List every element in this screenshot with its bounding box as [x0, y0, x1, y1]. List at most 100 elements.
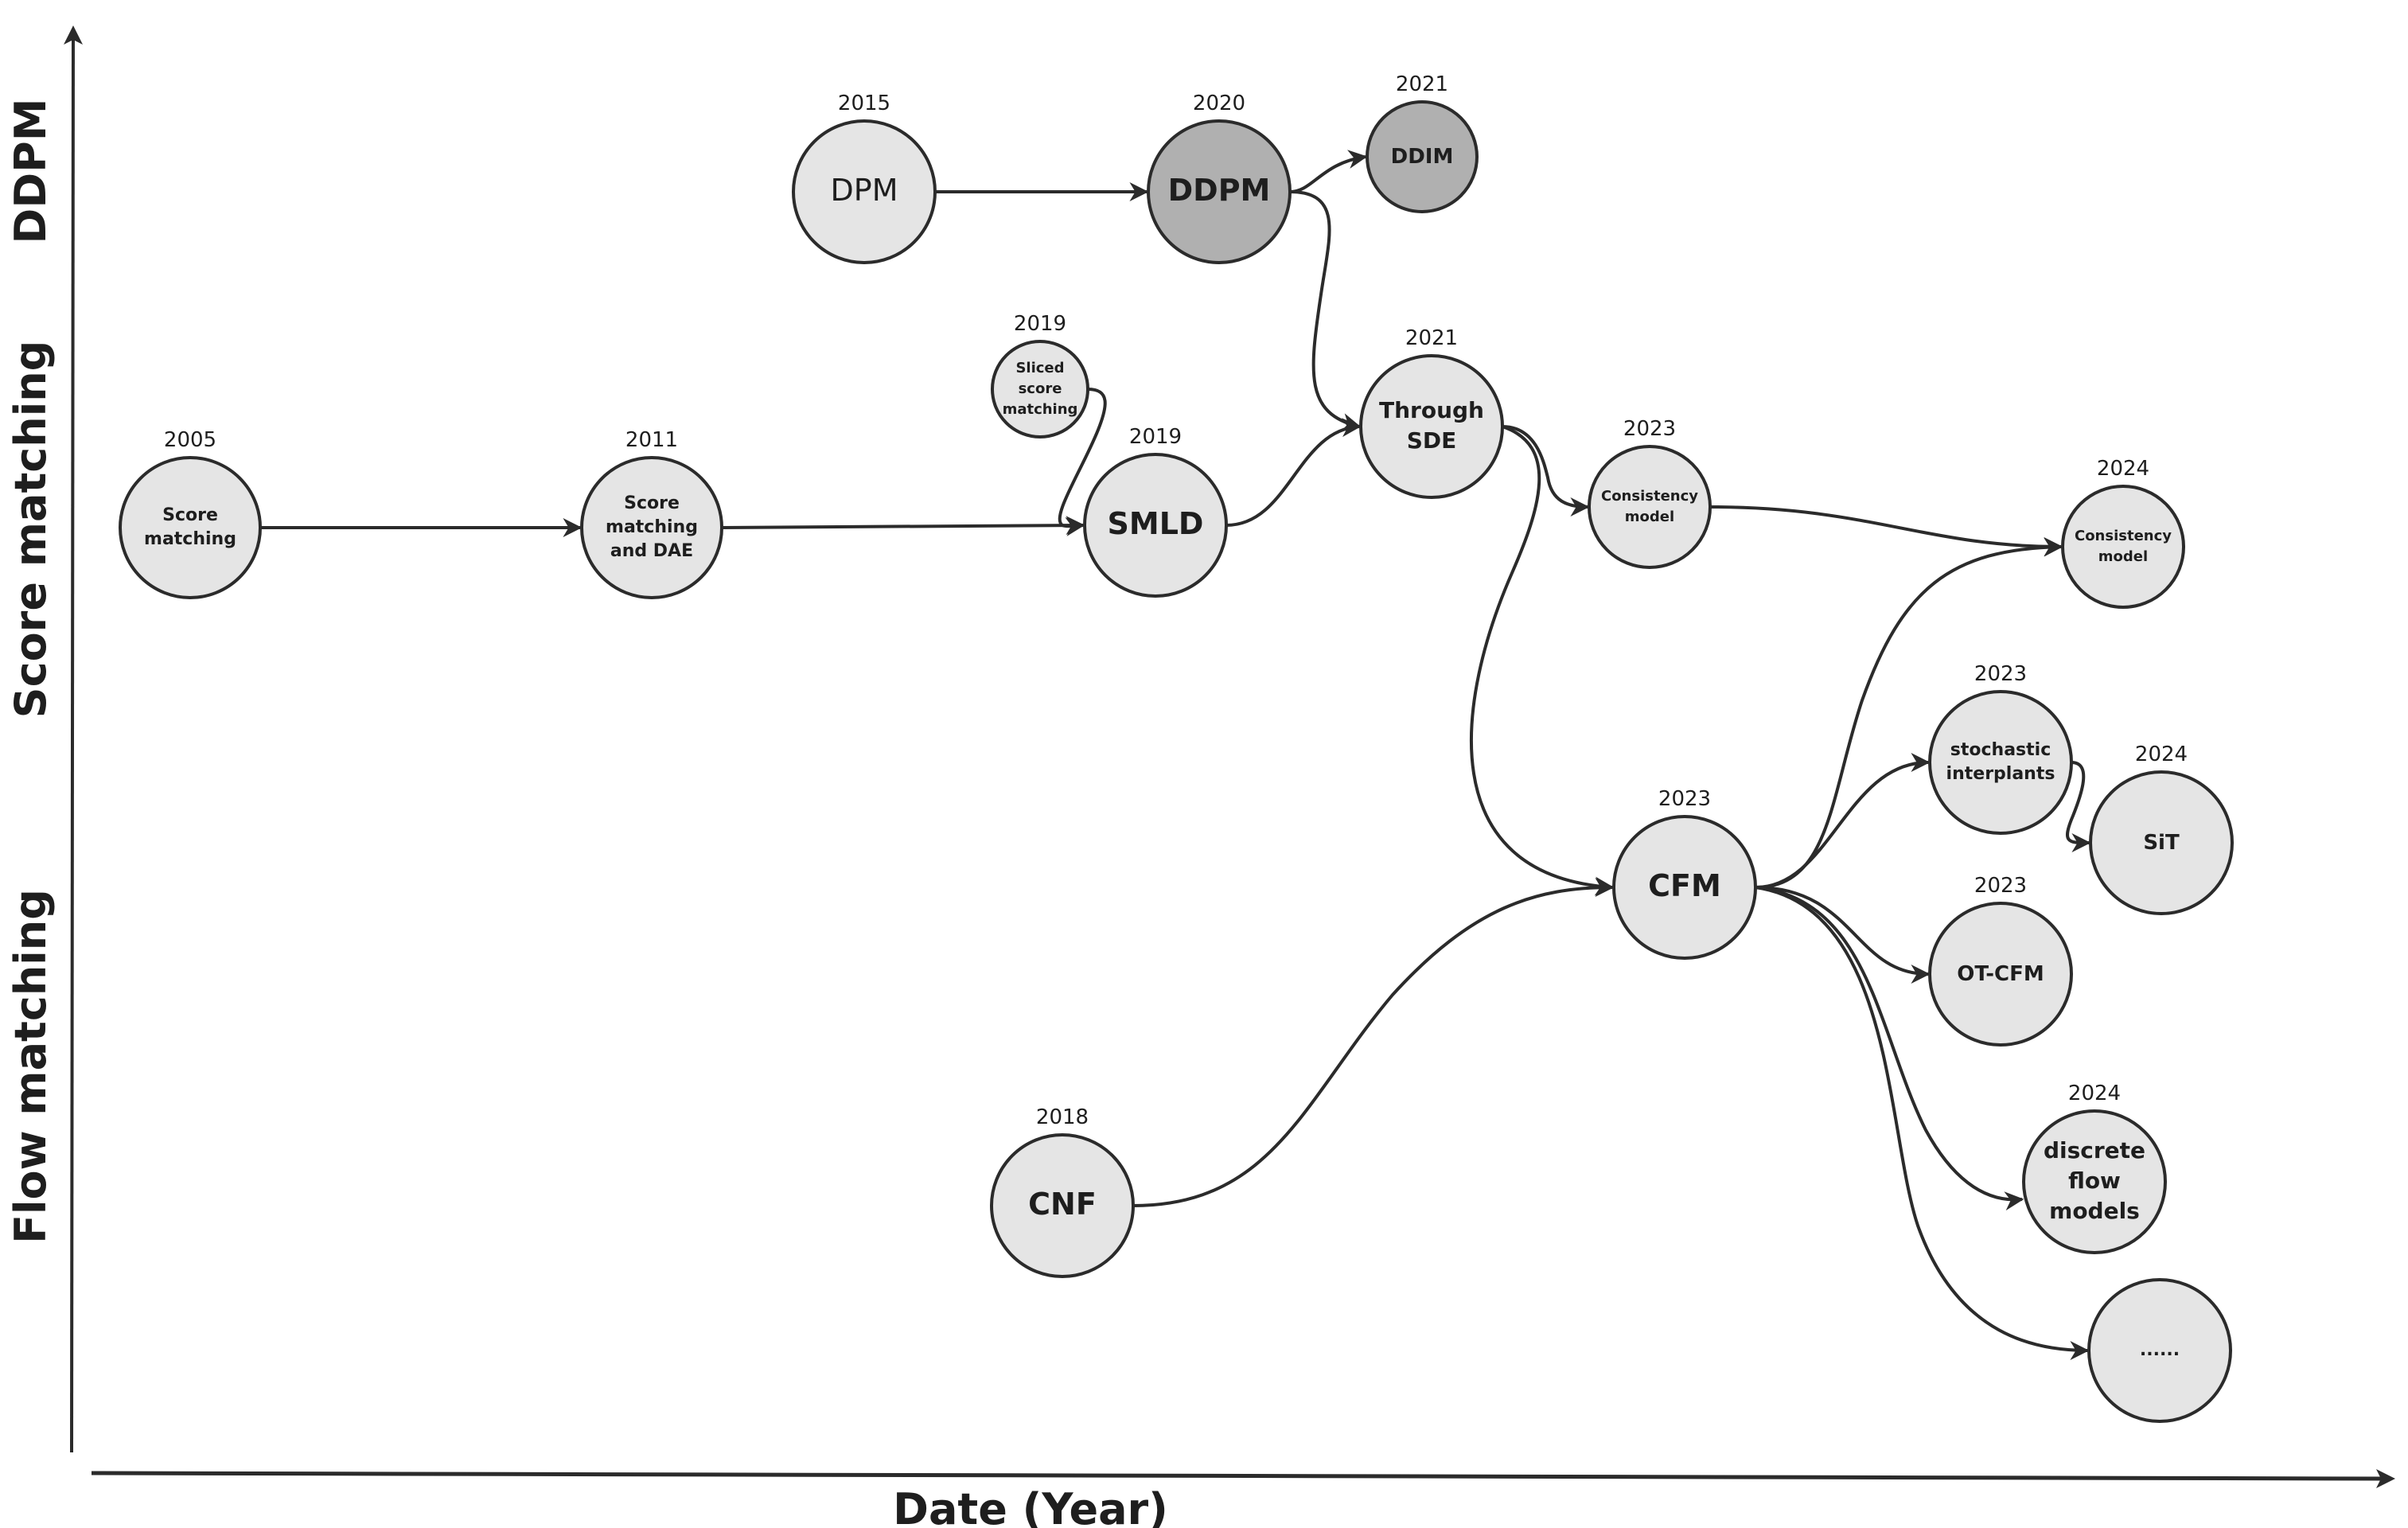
node-circle[interactable] — [2061, 485, 2185, 609]
y-axis-line — [70, 31, 75, 1453]
node-label-line: DDPM — [1168, 173, 1271, 208]
edge-through-sde-to-consistency-model-2023 — [1502, 425, 1590, 516]
node-circle[interactable] — [1928, 902, 2073, 1047]
x-axis-title: Date (Year) — [893, 1484, 1168, 1528]
node-circle[interactable] — [580, 456, 723, 599]
edge-consistency-model-2023-to-consistency-model-2024 — [1709, 505, 2063, 556]
node-label-line: OT-CFM — [1957, 962, 2044, 986]
node-label: CFM — [1648, 868, 1721, 903]
edge-stochastic-interplants-to-sit — [2065, 761, 2091, 853]
node-cfm[interactable]: CFM 2023 — [1612, 787, 1757, 960]
y-axis-arrow-icon — [64, 25, 83, 45]
node-ddim[interactable]: DDIM 2021 — [1366, 72, 1479, 213]
node-year-label: 2023 — [1658, 787, 1711, 811]
lane-label-flow-matching: Flow matching — [6, 889, 56, 1244]
x-axis-arrow-icon — [2376, 1469, 2395, 1488]
edge-cfm-to-more — [1755, 886, 2090, 1360]
node-label: SiT — [2143, 831, 2180, 855]
node-label-line: CFM — [1648, 868, 1721, 903]
node-label-line: matching — [1003, 401, 1078, 418]
node-label-line: DDIM — [1391, 145, 1454, 169]
node-circle[interactable] — [2089, 770, 2234, 915]
x-axis-line — [91, 1471, 2384, 1481]
node-label-line: Score — [162, 505, 218, 525]
node-circle[interactable] — [1588, 445, 1712, 569]
node-year-label: 2019 — [1014, 312, 1066, 336]
node-circle[interactable] — [1083, 453, 1228, 598]
node-year-label: 2024 — [2068, 1082, 2121, 1105]
node-circle[interactable] — [119, 456, 262, 599]
edge-sliced-score-matching-to-smld — [1058, 388, 1107, 536]
node-year-label: 2015 — [838, 92, 890, 115]
node-label-line: DPM — [831, 173, 898, 208]
node-label-line: Sliced — [1015, 360, 1064, 376]
node-label: Score matching — [144, 505, 236, 549]
node-circle[interactable] — [991, 340, 1089, 439]
node-circle[interactable] — [1928, 690, 2073, 835]
node-circle[interactable] — [2087, 1278, 2232, 1423]
node-sit[interactable]: SiT 2024 — [2089, 743, 2234, 915]
node-circle[interactable] — [1612, 815, 1757, 960]
edge-ddpm-to-ddim — [1289, 150, 1368, 193]
node-label-line: SMLD — [1108, 506, 1204, 541]
node-label: DDIM — [1391, 145, 1454, 169]
edge-through-sde-to-cfm — [1470, 425, 1615, 896]
node-year-label: 2019 — [1129, 425, 1182, 449]
node-label: SMLD — [1108, 506, 1204, 541]
node-label-line: and DAE — [610, 541, 693, 561]
node-year-label: 2021 — [1396, 72, 1448, 96]
node-label: Consistency model — [2075, 528, 2172, 565]
node-circle[interactable] — [1359, 354, 1504, 499]
node-circle[interactable] — [792, 119, 937, 264]
node-circle[interactable] — [990, 1133, 1135, 1278]
node-label: DDPM — [1168, 173, 1271, 208]
edge-cfm-to-ot-cfm — [1755, 886, 1931, 984]
edge-cnf-to-cfm — [1132, 878, 1615, 1207]
node-cnf[interactable]: CNF 2018 — [990, 1105, 1135, 1278]
node-label-line: stochastic — [1950, 740, 2051, 760]
edge-score-matching-dae-to-smld — [721, 516, 1085, 536]
node-label-line: ...... — [2140, 1340, 2180, 1360]
node-label: OT-CFM — [1957, 962, 2044, 986]
lane-label-ddpm: DDPM — [6, 99, 56, 244]
y-axis — [64, 25, 83, 1453]
node-circle[interactable] — [1147, 119, 1292, 264]
node-year-label: 2018 — [1036, 1105, 1089, 1129]
node-label: ...... — [2140, 1340, 2180, 1360]
node-year-label: 2024 — [2135, 743, 2188, 766]
node-label-line: CNF — [1028, 1187, 1097, 1222]
node-more[interactable]: ...... — [2087, 1278, 2232, 1423]
node-year-label: 2011 — [625, 428, 678, 452]
node-circle[interactable] — [2022, 1109, 2167, 1254]
node-label-line: model — [1625, 509, 1674, 525]
node-dpm[interactable]: DPM 2015 — [792, 92, 937, 264]
node-label-line: model — [2098, 548, 2148, 565]
node-label-line: matching — [144, 529, 236, 549]
node-circle[interactable] — [1366, 100, 1479, 213]
node-label-line: flow — [2068, 1167, 2121, 1194]
lane-label-score-matching: Score matching — [6, 341, 56, 719]
node-year-label: 2023 — [1974, 662, 2027, 686]
edges — [260, 150, 2091, 1360]
node-label-line: models — [2049, 1198, 2140, 1224]
edge-ddpm-to-through-sde — [1289, 190, 1362, 432]
node-label-line: SDE — [1407, 427, 1457, 454]
node-label-line: Consistency — [2075, 528, 2172, 544]
node-label-line: Through — [1379, 397, 1484, 423]
node-smld[interactable]: SMLD 2019 — [1083, 425, 1228, 598]
